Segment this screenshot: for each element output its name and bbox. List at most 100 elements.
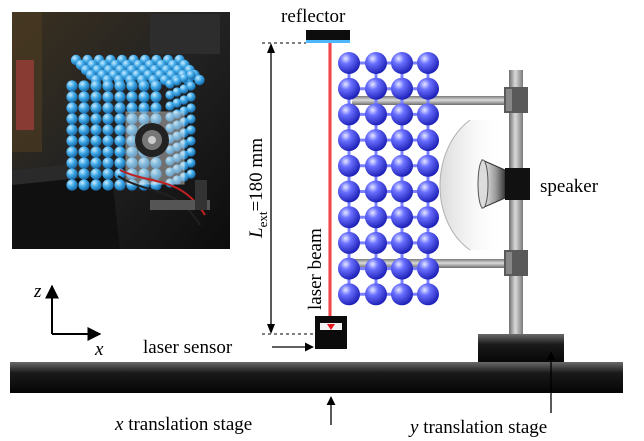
photo-sphere	[126, 102, 138, 114]
photo-sphere	[165, 101, 175, 111]
photo-sphere	[102, 124, 114, 136]
sphere	[391, 129, 413, 152]
reflector	[306, 30, 350, 43]
photo-sphere	[90, 168, 102, 180]
sphere	[338, 180, 360, 203]
photo-sphere	[186, 114, 196, 124]
sphere	[365, 52, 387, 74]
photo-sphere	[102, 157, 114, 169]
sphere	[338, 154, 360, 177]
sphere	[391, 257, 413, 280]
photo-sphere	[186, 92, 196, 102]
sphere	[391, 283, 413, 306]
photo-sphere	[114, 124, 126, 136]
photo-sphere	[90, 91, 102, 103]
z-axis-label: z	[33, 281, 42, 302]
photo-sphere	[150, 102, 162, 114]
photo-sphere	[186, 103, 196, 113]
photo-sphere	[186, 81, 196, 91]
photo-sphere	[90, 135, 102, 147]
photo-sphere	[138, 80, 150, 92]
photo-sphere	[126, 157, 138, 169]
photo-sphere	[102, 135, 114, 147]
photo-sphere	[114, 146, 126, 158]
photo-sphere	[66, 113, 78, 125]
photo-sphere	[114, 179, 126, 191]
photo-sphere	[114, 91, 126, 103]
photo-sphere	[90, 102, 102, 114]
photo-sphere	[179, 95, 189, 105]
photo-sphere	[179, 128, 189, 138]
photo-sphere	[150, 80, 162, 92]
photo-sphere	[179, 139, 189, 149]
sphere	[338, 257, 360, 280]
length-value: =180 mm	[246, 138, 267, 212]
photo-sphere	[179, 73, 189, 83]
sphere	[391, 52, 413, 74]
sphere	[365, 283, 387, 306]
photo-sphere	[179, 84, 189, 94]
photo-sphere	[114, 80, 126, 92]
photo-sphere	[126, 135, 138, 147]
photo-sphere	[78, 102, 90, 114]
photo-sphere	[172, 131, 182, 141]
photo-sphere	[179, 106, 189, 116]
sphere	[391, 154, 413, 177]
photo-sphere	[78, 124, 90, 136]
y-stage-label: y translation stage	[408, 417, 547, 438]
sphere	[391, 180, 413, 203]
sphere	[417, 231, 439, 254]
sphere	[365, 154, 387, 177]
photo-sphere	[78, 179, 90, 191]
sphere	[338, 52, 360, 74]
photo-sphere	[186, 147, 196, 157]
photo-sphere	[165, 79, 175, 89]
sphere	[391, 206, 413, 229]
photo-sphere	[102, 179, 114, 191]
photo-sphere	[172, 175, 182, 185]
photo-sphere	[186, 158, 196, 168]
sphere	[338, 77, 360, 100]
photo-sphere	[66, 124, 78, 136]
laser-sensor	[315, 316, 347, 349]
sphere	[417, 206, 439, 229]
photo-sphere	[165, 90, 175, 100]
photo-sphere	[172, 142, 182, 152]
photo-sphere-array	[66, 54, 205, 191]
photo-sphere	[114, 113, 126, 125]
photo-sphere	[90, 157, 102, 169]
x-stage-text: translation stage	[123, 414, 252, 435]
photo-sphere	[172, 76, 182, 86]
photo-sphere	[150, 91, 162, 103]
speaker-icon	[477, 159, 530, 209]
photo-sphere	[66, 91, 78, 103]
photo-sphere	[102, 80, 114, 92]
photo-sphere	[90, 124, 102, 136]
sphere	[365, 77, 387, 100]
sphere	[338, 206, 360, 229]
x-stage-label: x translation stage	[114, 414, 252, 435]
photo-sphere	[78, 113, 90, 125]
photo-sphere	[179, 117, 189, 127]
photo-sphere	[172, 109, 182, 119]
photo-sphere	[66, 102, 78, 114]
photo-sphere	[138, 102, 150, 114]
laser-beam-label: laser beam	[305, 228, 326, 310]
photo-sphere	[165, 156, 175, 166]
sphere	[365, 257, 387, 280]
photo-sphere	[90, 113, 102, 125]
photo-sphere	[90, 146, 102, 158]
sphere	[417, 283, 439, 306]
photo-sphere	[138, 91, 150, 103]
photo-sphere	[102, 168, 114, 180]
photo-sphere	[138, 113, 150, 125]
sphere	[417, 52, 439, 74]
photo-sphere	[114, 102, 126, 114]
photo-sphere	[114, 135, 126, 147]
x-stage-var: x	[114, 414, 124, 435]
sphere	[365, 180, 387, 203]
sphere	[391, 77, 413, 100]
photo-sphere	[186, 70, 196, 80]
